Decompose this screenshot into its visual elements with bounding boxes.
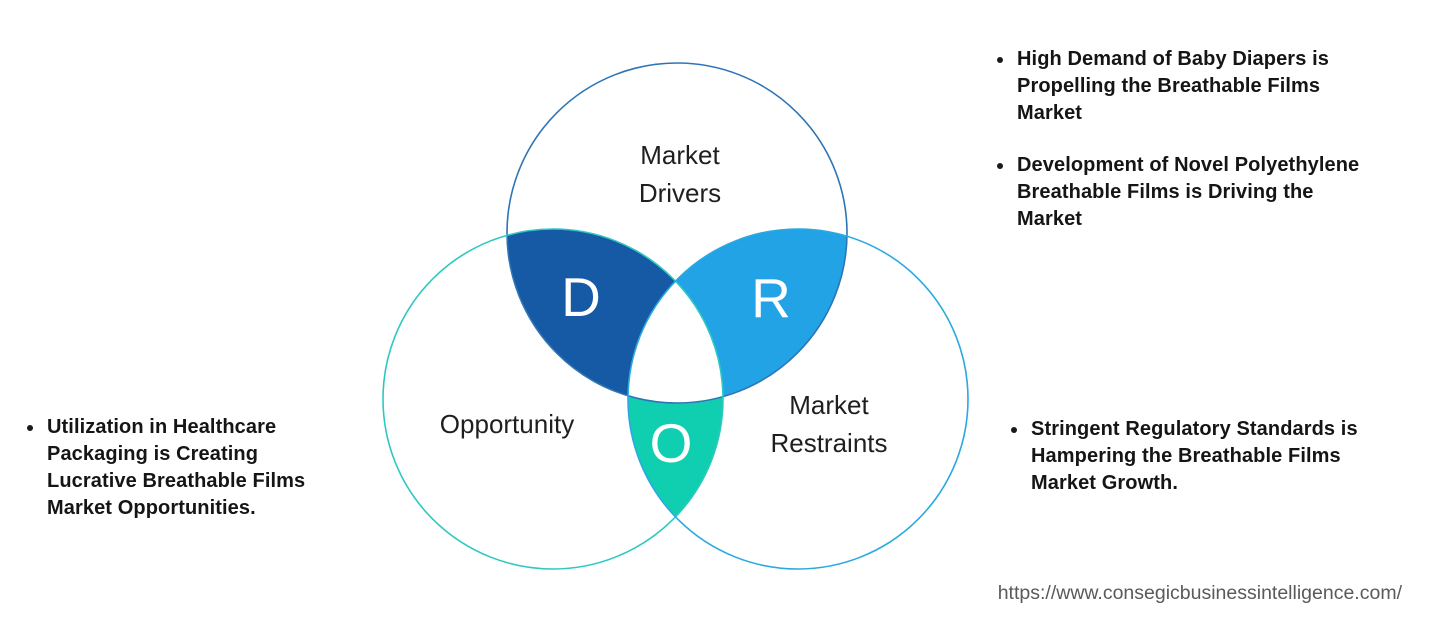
bullet-line: Market Growth. <box>1031 472 1178 494</box>
letter-d: D <box>561 266 601 328</box>
market-restraints-label: Market <box>789 390 869 420</box>
bullet-line: High Demand of Baby Diapers is <box>1017 48 1329 70</box>
bullet-line: Lucrative Breathable Films <box>47 470 306 492</box>
list-item: Utilization in Healthcare Packaging is C… <box>27 414 305 522</box>
list-item: High Demand of Baby Diapers is Propellin… <box>997 46 1359 127</box>
bullet-line: Stringent Regulatory Standards is <box>1031 418 1358 440</box>
market-drivers-circle <box>506 62 848 404</box>
drivers-bullets: High Demand of Baby Diapers is Propellin… <box>997 46 1359 233</box>
market-drivers-label: Market <box>640 140 720 170</box>
source-url: https://www.consegicbusinessintelligence… <box>997 582 1402 604</box>
market-restraints-circle <box>627 228 969 570</box>
bullet-icon <box>27 425 33 431</box>
market-drivers-label: Drivers <box>639 178 721 208</box>
bullet-line: Hampering the Breathable Films <box>1031 445 1341 467</box>
restraints-bullets: Stringent Regulatory Standards is Hamper… <box>1011 416 1358 497</box>
market-restraints-label: Restraints <box>770 428 887 458</box>
bullet-text: High Demand of Baby Diapers is Propellin… <box>1017 46 1329 127</box>
list-item: Development of Novel Polyethylene Breath… <box>997 152 1359 233</box>
bullet-text: Utilization in Healthcare Packaging is C… <box>47 414 305 522</box>
letter-r: R <box>751 267 791 329</box>
bullet-text: Stringent Regulatory Standards is Hamper… <box>1031 416 1358 497</box>
bullet-line: Development of Novel Polyethylene <box>1017 154 1360 176</box>
bullet-line: Utilization in Healthcare <box>47 416 277 438</box>
opportunity-circle <box>382 228 724 570</box>
bullet-line: Propelling the Breathable Films <box>1017 75 1321 97</box>
list-item: Stringent Regulatory Standards is Hamper… <box>1011 416 1358 497</box>
opportunity-label: Opportunity <box>440 409 574 439</box>
bullet-line: Market Opportunities. <box>47 497 256 519</box>
bullet-line: Packaging is Creating <box>47 443 259 465</box>
bullet-text: Development of Novel Polyethylene Breath… <box>1017 152 1359 233</box>
bullet-line: Breathable Films is Driving the <box>1017 181 1314 203</box>
bullet-icon <box>997 57 1003 63</box>
bullet-icon <box>997 163 1003 169</box>
letter-o: O <box>650 412 693 474</box>
bullet-line: Market <box>1017 102 1083 124</box>
bullet-line: Market <box>1017 208 1083 230</box>
bullet-icon <box>1011 427 1017 433</box>
opportunity-bullets: Utilization in Healthcare Packaging is C… <box>27 414 305 522</box>
